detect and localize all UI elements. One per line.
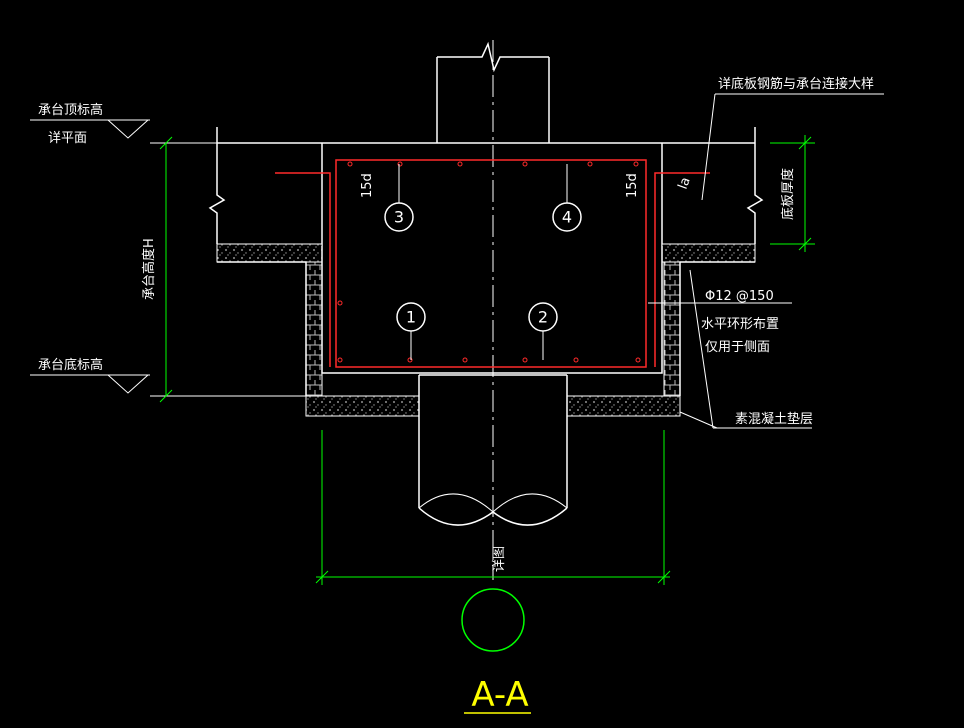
height-dimension: [159, 136, 173, 403]
svg-text:1: 1: [406, 308, 416, 327]
marker-4: 4: [552, 202, 582, 232]
la-label: la: [676, 175, 694, 191]
slab-thickness-dimension: [770, 135, 815, 252]
top-elevation-marker: [30, 119, 322, 144]
section-title: A-A: [471, 675, 528, 715]
svg-text:3: 3: [394, 208, 404, 227]
left-brick-wall: [305, 261, 323, 397]
pit-outline: [217, 246, 755, 396]
cushion-leader: [679, 411, 812, 429]
bottom-cushion-right: [566, 395, 681, 417]
svg-text:2: 2: [538, 308, 548, 327]
anchor-right-label: 15d: [625, 173, 640, 198]
column: [436, 41, 550, 143]
marker-3: 3: [384, 202, 414, 232]
pile-plan-circle: [461, 588, 525, 652]
rebar-spec-label: Φ12 @150: [705, 289, 774, 304]
rebar-note-2: 仅用于侧面: [705, 340, 770, 355]
rebar-note-leader: [689, 269, 714, 429]
marker-leaders: [398, 164, 568, 360]
top-elevation-label: 承台顶标高: [38, 102, 103, 118]
bottom-elevation-marker: [30, 374, 306, 397]
rebar-dots: [337, 161, 641, 363]
slab-thickness-label: 底板厚度: [780, 168, 796, 220]
marker-2: 2: [528, 302, 558, 332]
svg-text:4: 4: [562, 208, 572, 227]
cushion-label: 素混凝土垫层: [735, 411, 813, 427]
marker-1: 1: [396, 302, 426, 332]
left-slab-cushion: [216, 243, 323, 263]
slab-detail-leader: [701, 93, 884, 201]
right-slab-cushion: [661, 243, 756, 263]
bottom-cushion-left: [305, 395, 420, 417]
rebar-note-1: 水平环形布置: [701, 317, 779, 332]
right-brick-wall: [663, 261, 681, 397]
anchor-left-label: 15d: [360, 173, 375, 198]
detail-label: 详图: [492, 546, 507, 572]
height-label: 承台高度H: [141, 238, 157, 300]
rebar-cage: [275, 159, 792, 368]
top-elevation-note: 详平面: [48, 131, 87, 146]
slab-detail-label: 详底板钢筋与承台连接大样: [718, 76, 874, 92]
width-dimension: [315, 430, 671, 585]
bottom-elevation-label: 承台底标高: [38, 357, 103, 373]
